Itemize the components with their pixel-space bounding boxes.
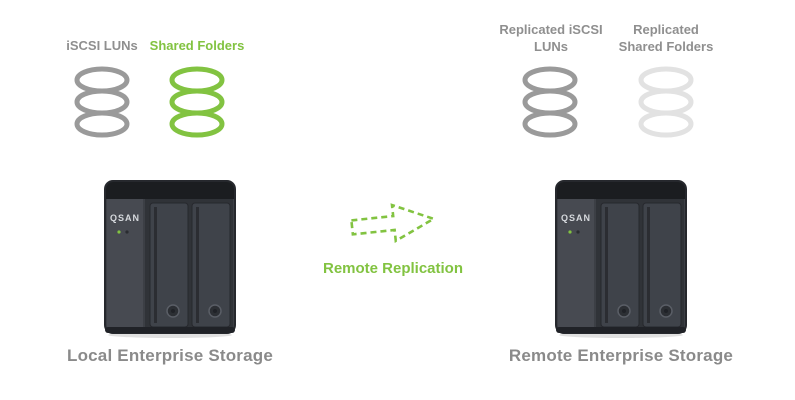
shared-folders-cylinder-icon [169,66,225,138]
replicated-shared-folders-label: Replicated Shared Folders [618,22,714,54]
device-logo-text: QSAN [561,213,591,223]
shared-folders-label: Shared Folders [149,38,245,53]
replicated-shared-folders-cylinder-icon [638,66,694,138]
replication-arrow-icon [349,203,437,244]
remote-storage-caption: Remote Enterprise Storage [508,346,734,365]
replicated-iscsi-luns-cylinder-icon [522,66,578,138]
replicated-iscsi-luns-label: Replicated iSCSI LUNs [499,22,603,54]
local-storage-caption: Local Enterprise Storage [66,346,274,365]
local-storage-device: QSAN [104,180,236,338]
iscsi-luns-cylinder-icon [74,66,130,138]
device-logo-text: QSAN [110,213,140,223]
iscsi-luns-label: iSCSI LUNs [66,38,138,53]
replication-arrow-label: Remote Replication [322,260,464,277]
remote-storage-device: QSAN [555,180,687,338]
